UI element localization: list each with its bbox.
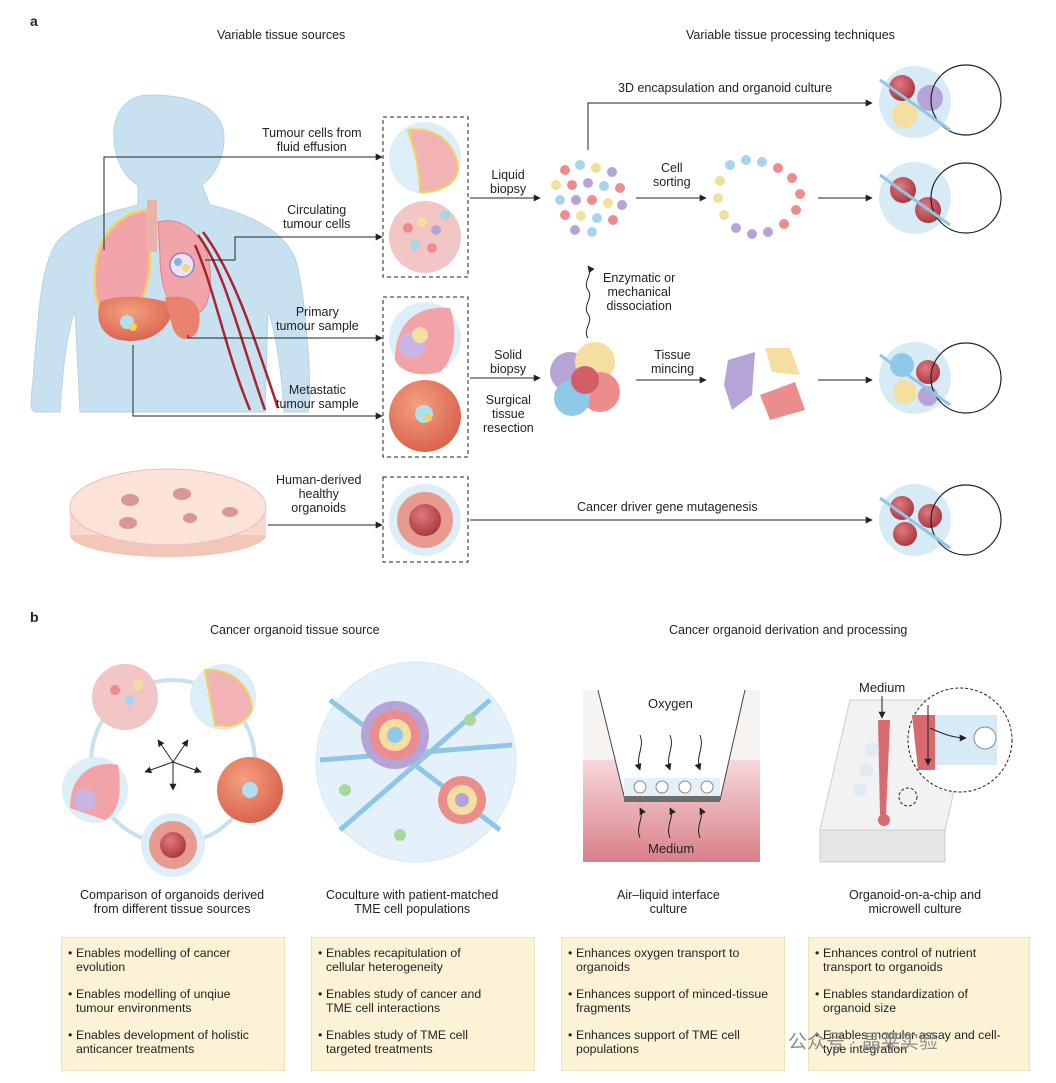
label-oxygen: Oxygen: [648, 696, 693, 711]
benefit-item: Enables modelling of cancer evolution: [68, 946, 278, 974]
stomach-illustration: [165, 296, 200, 340]
label-medium-chip: Medium: [859, 680, 906, 695]
benefit-item: Enables study of TME cell targeted treat…: [318, 1028, 528, 1056]
benefit-item: Enhances support of minced-tissue fragme…: [568, 987, 778, 1015]
tme-coculture-circle: [315, 661, 517, 863]
fluid-effusion-circle: [389, 122, 461, 194]
primary-tumour-circle: [389, 302, 461, 375]
header-processing-techniques: Variable tissue processing techniques: [686, 28, 895, 42]
circulating-tumour-circle: [389, 201, 461, 273]
caption-organoid-chip: Organoid-on-a-chip and microwell culture: [849, 888, 982, 916]
header-tissue-sources: Variable tissue sources: [217, 28, 346, 42]
panel-label-b: b: [30, 609, 39, 625]
tissue-source-ring: [62, 664, 283, 877]
label-mutagenesis: Cancer driver gene mutagenesis: [577, 500, 758, 514]
benefit-item: Enhances support of TME cell populations: [568, 1028, 778, 1056]
label-medium-ali: Medium: [648, 841, 695, 856]
caption-air-liquid: Air–liquid interface culture: [617, 888, 720, 916]
liquid-biopsy-cells: [551, 160, 627, 237]
label-metastatic-tumour: Metastatic tumour sample: [276, 383, 359, 411]
benefit-item: Enhances control of nutrient transport t…: [815, 946, 1023, 974]
organoid-chip-illustration: [819, 687, 1013, 863]
caption-tissue-sources: Comparison of organoids derived from dif…: [80, 888, 265, 916]
culture-result-4: [879, 484, 1002, 556]
minced-tissue-pieces: [724, 348, 805, 420]
benefits-box-tme: Enables recapitulation of cellular heter…: [311, 937, 535, 1071]
petri-dish: [69, 468, 267, 557]
benefit-item: Enables modular assay and cell- type int…: [815, 1028, 1023, 1056]
benefit-item: Enables modelling of unqiue tumour envir…: [68, 987, 278, 1015]
label-circulating-tumour-cells: Circulating tumour cells: [283, 203, 351, 231]
sorted-cells: [713, 155, 805, 239]
benefit-item: Enables standardization of organoid size: [815, 987, 1023, 1015]
air-liquid-interface-illustration: [583, 689, 760, 862]
label-primary-tumour: Primary tumour sample: [276, 305, 359, 333]
benefit-item: Enables development of holistic anticanc…: [68, 1028, 278, 1056]
liver-illustration: [98, 296, 175, 341]
solid-tissue-cluster: [550, 342, 620, 416]
caption-tme-coculture: Coculture with patient-matched TME cell …: [326, 888, 499, 916]
label-solid-biopsy: Solid biopsy: [490, 348, 527, 376]
label-cell-sorting: Cell sorting: [653, 161, 691, 189]
benefits-box-organoid-chip: Enhances control of nutrient transport t…: [808, 937, 1030, 1071]
healthy-organoid-circle: [389, 484, 461, 556]
label-tissue-mincing: Tissue mincing: [651, 348, 695, 376]
benefit-item: Enables recapitulation of cellular heter…: [318, 946, 528, 974]
metastatic-tumour-circle: [389, 380, 461, 452]
benefits-box-air-liquid: Enhances oxygen transport to organoids E…: [561, 937, 785, 1071]
label-liquid-biopsy: Liquid biopsy: [490, 168, 527, 196]
label-fluid-effusion: Tumour cells from fluid effusion: [262, 126, 362, 154]
label-healthy-organoids: Human-derived healthy organoids: [276, 473, 362, 515]
benefit-item: Enables study of cancer and TME cell int…: [318, 987, 528, 1015]
culture-result-2: [879, 162, 1002, 234]
label-surgical-resection: Surgical tissue resection: [483, 393, 534, 435]
label-dissociation: Enzymatic or mechanical dissociation: [603, 271, 676, 313]
blood-vessels: [193, 231, 280, 411]
panel-label-a: a: [30, 13, 38, 29]
header-derivation-processing: Cancer organoid derivation and processin…: [669, 623, 908, 637]
watermark-text: 公众号 · 晶莱实验: [788, 1032, 938, 1053]
lungs-illustration: [93, 200, 211, 317]
header-organoid-tissue-source: Cancer organoid tissue source: [210, 623, 380, 637]
culture-result-1: [879, 64, 1002, 138]
benefits-box-tissue-sources: Enables modelling of cancer evolution En…: [61, 937, 285, 1071]
label-encapsulation: 3D encapsulation and organoid culture: [618, 81, 833, 95]
culture-result-3: [879, 342, 1002, 414]
benefit-item: Enhances oxygen transport to organoids: [568, 946, 778, 974]
